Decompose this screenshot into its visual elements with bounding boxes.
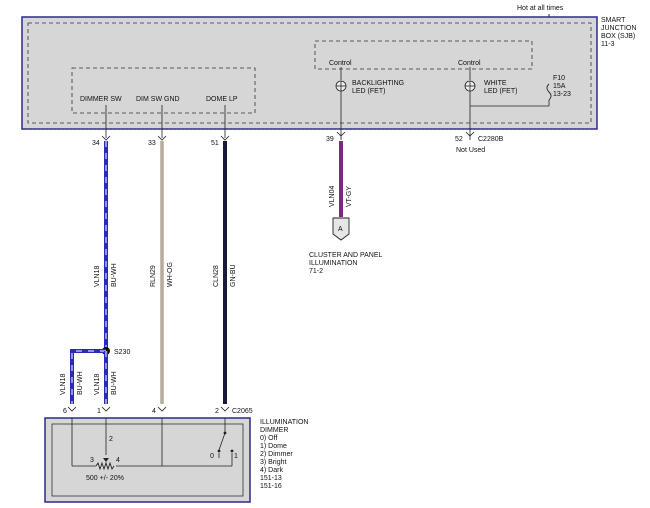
dimmer-title-line-4: 1) Dome (260, 443, 287, 450)
fuse-label-1: F10 (553, 75, 565, 82)
splice-s230-label: S230 (114, 349, 130, 356)
wire-w2-color-label: WH-OG (167, 262, 174, 287)
sjb-title-line-3: BOX (SJB) (601, 33, 635, 40)
backlighting-led-label-1: BACKLIGHTING (352, 80, 404, 87)
cluster-label-2: ILLUMINATION (309, 260, 358, 267)
connector-c2280b-label: C2280B (478, 136, 504, 143)
cluster-connector-icon[interactable] (332, 217, 350, 241)
wire-w1-circuit-label: VLN18 (94, 265, 101, 287)
dimmer-inner-pin-1: 1 (234, 453, 238, 460)
dimmer-title-line-6: 3) Bright (260, 459, 287, 466)
dimmer-inner-pin-0: 0 (210, 453, 214, 460)
dimmer-pin-4-label: 4 (152, 408, 156, 415)
dim-sw-gnd-label: DIM SW GND (136, 96, 180, 103)
dimmer-title-line-1: ILLUMINATION (260, 419, 309, 426)
wire-splice-branch[interactable] (70, 349, 108, 404)
backlighting-led-icon (335, 80, 347, 92)
dimmer-inner-pin-3: 3 (90, 457, 94, 464)
dimmer-pin-markers (67, 406, 230, 412)
dimmer-title-line-8: 151-13 (260, 475, 282, 482)
sjb-title-line-1: SMART (601, 17, 626, 24)
dimmer-circuit-dashed-box (71, 67, 256, 114)
dimmer-title-line-3: 0) Off (260, 435, 277, 442)
white-led-label-2: LED (FET) (484, 88, 517, 95)
pin-39-label: 39 (326, 136, 334, 143)
backlighting-led-label-2: LED (FET) (352, 88, 385, 95)
dimmer-sw-label: DIMMER SW (80, 96, 122, 103)
fuse-label-3: 13-23 (553, 91, 571, 98)
pin-markers (101, 131, 475, 141)
dimmer-inner-pin-4: 4 (116, 457, 120, 464)
sjb-title-line-4: 11-3 (601, 41, 615, 48)
white-led-label-1: WHITE (484, 80, 507, 87)
wire-w1-color-label: BU-WH (111, 263, 118, 287)
pin-33-label: 33 (148, 140, 156, 147)
dimmer-pin-6-label: 6 (63, 408, 67, 415)
illumination-dimmer-inner-box (51, 423, 244, 497)
cluster-connector-letter: A (338, 226, 343, 233)
dimmer-pin-1-label: 1 (97, 408, 101, 415)
pin-34-label: 34 (92, 140, 100, 147)
wire-w3-color-label: GN-BU (230, 264, 237, 287)
control-label-1: Control (329, 60, 352, 67)
illumination-dimmer-box (44, 417, 251, 503)
cluster-label-1: CLUSTER AND PANEL (309, 252, 382, 259)
dimmer-internal-wiring (71, 418, 233, 467)
resistor-value-label: 500 +/- 20% (86, 475, 124, 482)
wire-w6-color-label: BU-WH (111, 371, 118, 395)
connector-c2065-label: C2065 (232, 408, 253, 415)
not-used-label: Not Used (456, 147, 485, 154)
dome-lp-label: DOME LP (206, 96, 238, 103)
fet-dashed-box (314, 40, 533, 70)
dimmer-inner-pin-2: 2 (109, 436, 113, 443)
wire-w4-circuit-label: VLN04 (329, 185, 336, 207)
dimmer-title-line-7: 4) Dark (260, 467, 283, 474)
dimmer-title-line-2: DIMMER (260, 427, 288, 434)
fuse-label-2: 15A (553, 83, 566, 90)
wire-w5-color-label: BU-WH (77, 371, 84, 395)
control-label-2: Control (458, 60, 481, 67)
wire-w3-circuit-label: CLN28 (213, 265, 220, 287)
sjb-title-line-2: JUNCTION (601, 25, 636, 32)
switch-contacts-icon (217, 431, 234, 453)
pin-52-label: 52 (455, 136, 463, 143)
pin-51-label: 51 (211, 140, 219, 147)
sjb-box (21, 16, 598, 130)
dimmer-pin-2-label: 2 (215, 408, 219, 415)
sjb-inner-dashed-box (27, 22, 592, 124)
wire-w6-circuit-label: VLN18 (94, 373, 101, 395)
wire-w2-circuit-label: RLN29 (150, 265, 157, 287)
dimmer-title-line-9: 151-16 (260, 483, 282, 490)
fuse-icon (546, 83, 552, 101)
white-led-icon (464, 80, 476, 92)
cluster-label-3: 71-2 (309, 268, 323, 275)
wire-w5-circuit-label: VLN18 (60, 373, 67, 395)
dimmer-title-line-5: 2) Dimmer (260, 451, 293, 458)
hot-at-all-times-label: Hot at all times (517, 5, 564, 12)
resistor-icon (95, 458, 115, 471)
wire-w4-color-label: VT-GY (346, 186, 353, 207)
